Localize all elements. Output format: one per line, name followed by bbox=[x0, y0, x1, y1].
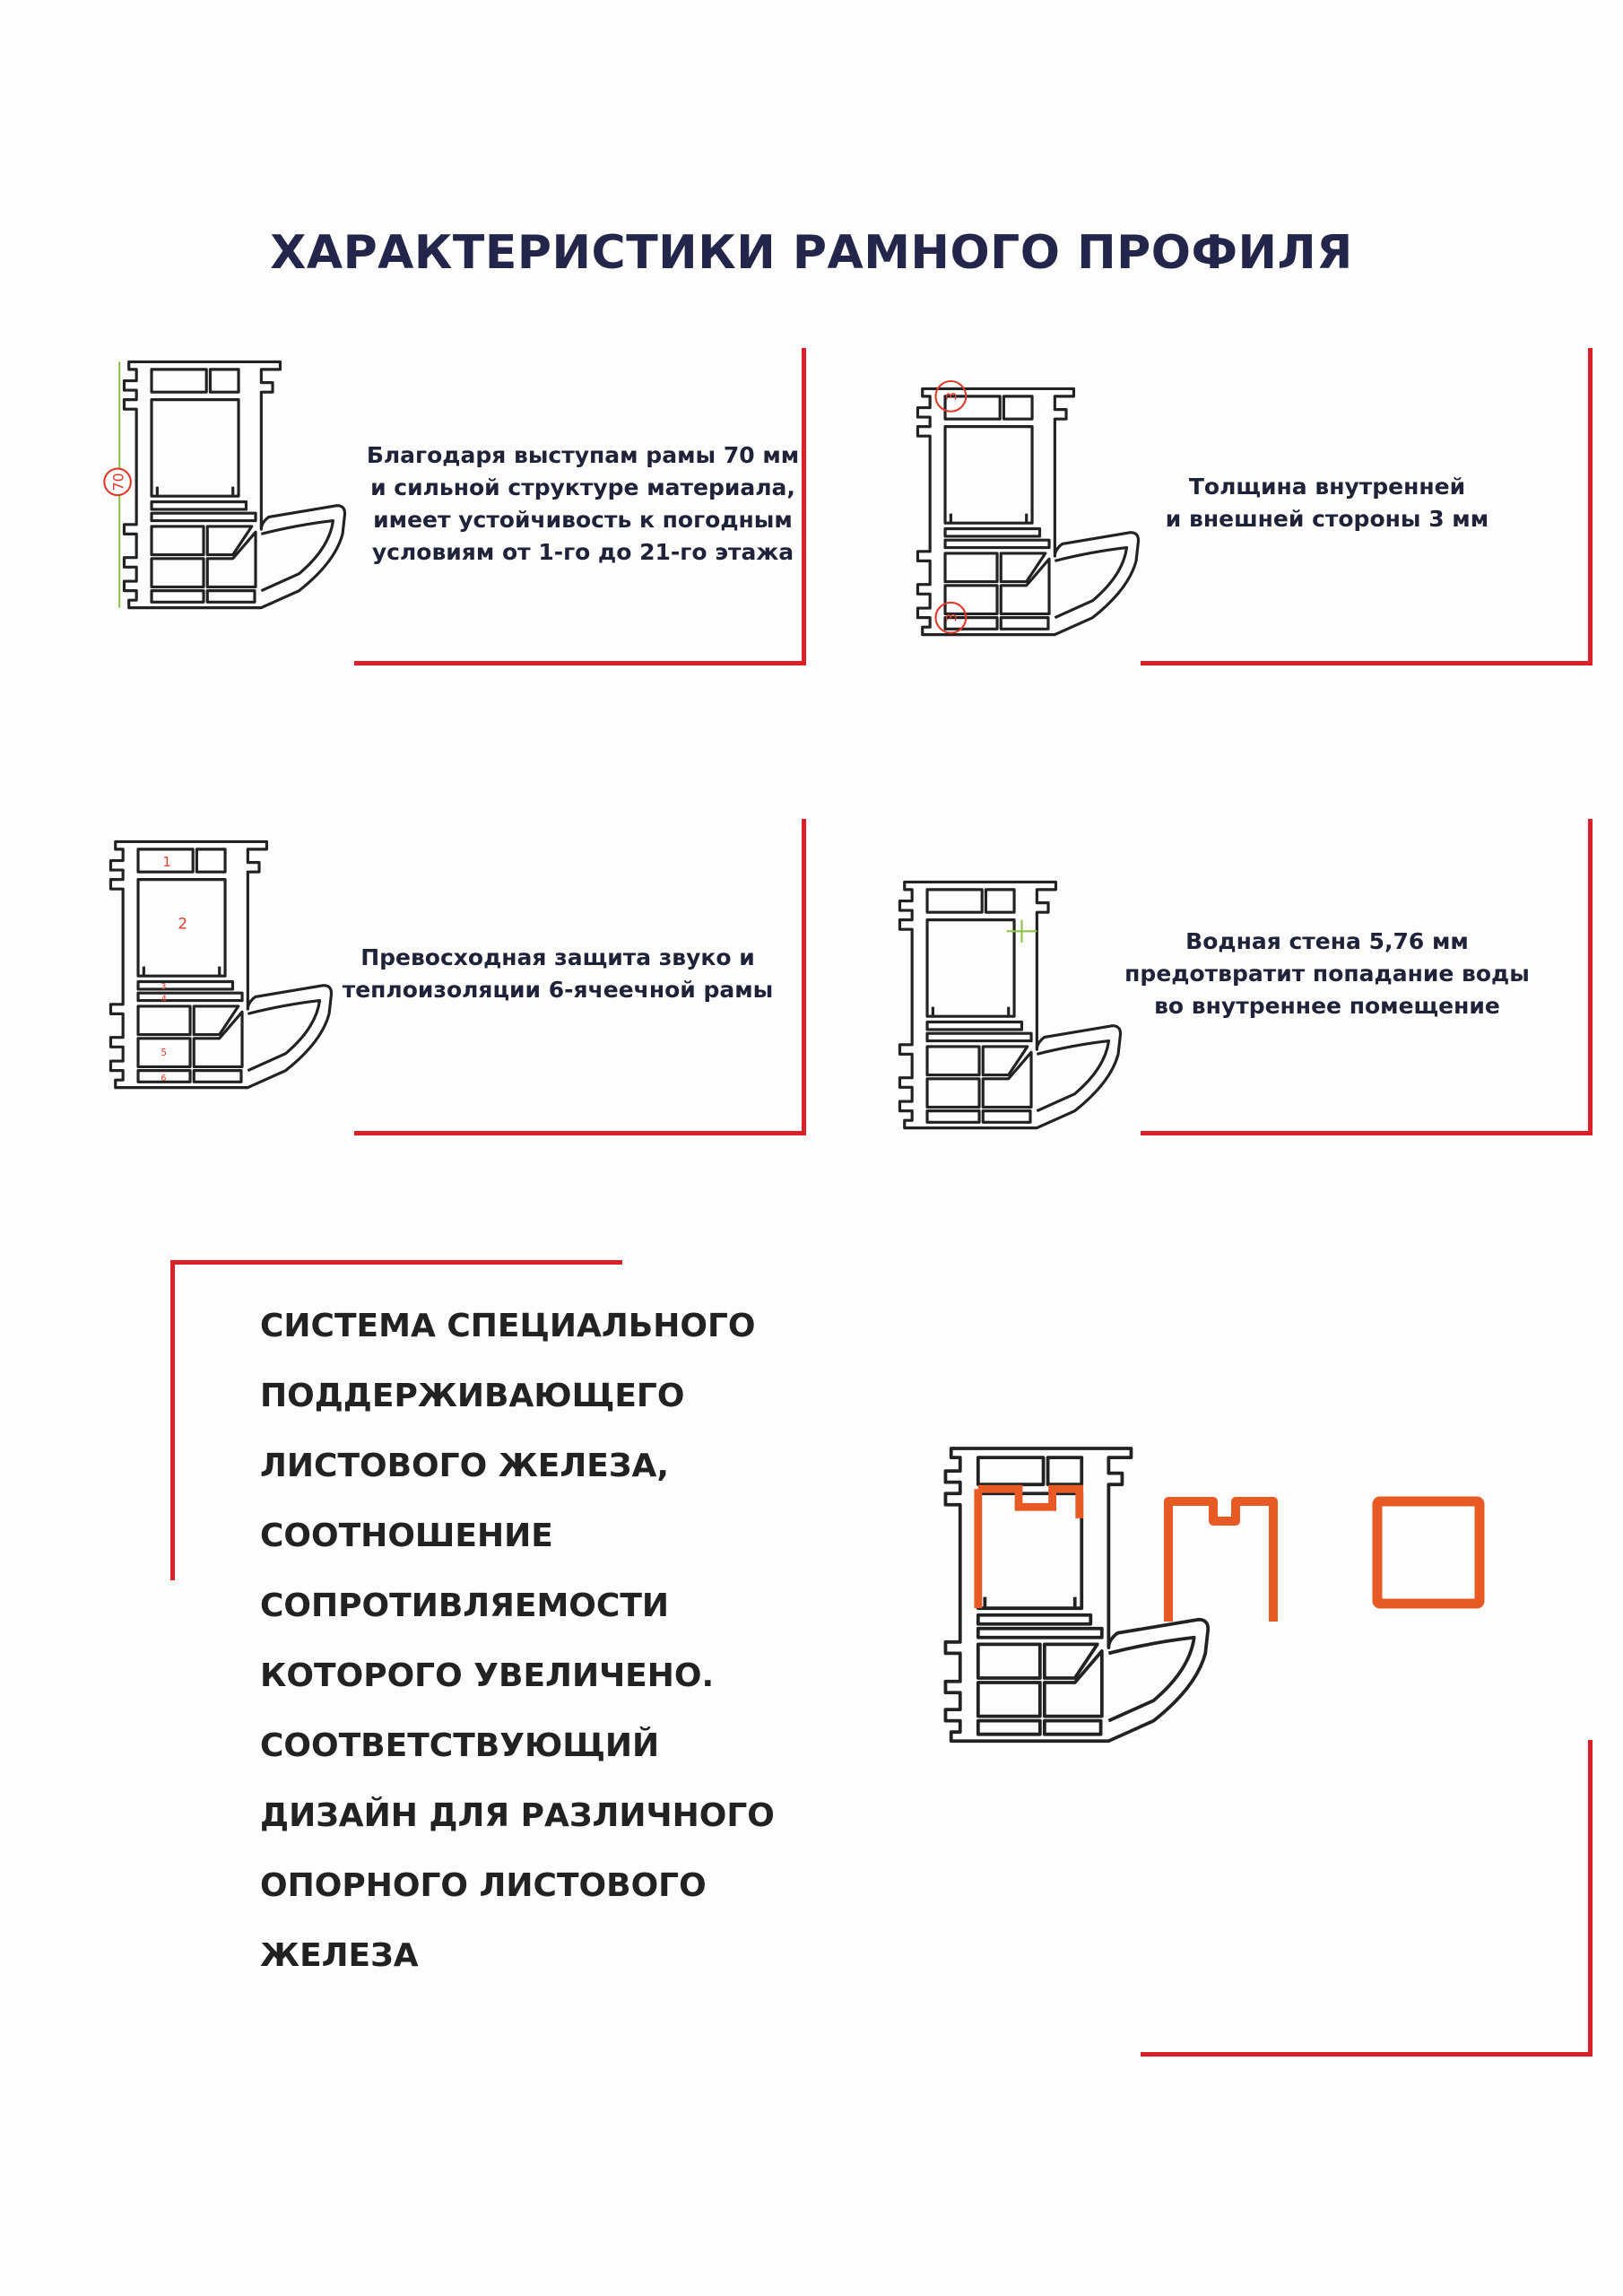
text-line: ЛИСТОВОГО ЖЕЛЕЗА, bbox=[260, 1448, 669, 1484]
dimension-circle bbox=[103, 467, 132, 497]
text-line: Превосходная защита звуко и bbox=[360, 944, 755, 970]
chamber-label-2: 2 bbox=[178, 914, 187, 932]
steel-reinforcement-description: СИСТЕМА СПЕЦИАЛЬНОГО ПОДДЕРЖИВАЮЩЕГО ЛИС… bbox=[260, 1292, 775, 1991]
thickness-circle-top bbox=[934, 379, 968, 413]
text-line: ЖЕЛЕЗА bbox=[260, 1937, 419, 1974]
text-line: СООТВЕТСТВУЮЩИЙ bbox=[260, 1727, 660, 1764]
text-line: теплоизоляции 6-ячеечной рамы bbox=[342, 977, 774, 1003]
card-4-description: Водная стена 5,76 мм предотвратит попада… bbox=[1103, 926, 1551, 1022]
text-line: СООТНОШЕНИЕ bbox=[260, 1518, 553, 1554]
thickness-label-top: 3 bbox=[943, 392, 960, 401]
text-line: СОПРОТИВЛЯЕМОСТИ bbox=[260, 1587, 670, 1624]
text-line: во внутреннее помещение bbox=[1154, 993, 1500, 1019]
chamber-label-6: 6 bbox=[161, 1074, 166, 1083]
bottom-right-border-right bbox=[1588, 1740, 1593, 2057]
text-line: ОПОРНОГО ЛИСТОВОГО bbox=[260, 1867, 707, 1904]
card-1-border-bottom bbox=[354, 661, 806, 665]
card-3-description: Превосходная защита звуко и теплоизоляци… bbox=[334, 942, 782, 1006]
frame-profile-diagram-steel bbox=[943, 1447, 1211, 1744]
card-4-border-bottom bbox=[1141, 1131, 1593, 1135]
steel-insert-square-shape bbox=[1372, 1496, 1485, 1609]
text-line: Водная стена 5,76 мм bbox=[1185, 928, 1469, 954]
chamber-label-5: 5 bbox=[161, 1048, 167, 1058]
chamber-label-4: 4 bbox=[161, 995, 167, 1005]
card-3-border-bottom bbox=[354, 1131, 806, 1135]
text-line: ПОДДЕРЖИВАЮЩЕГО bbox=[260, 1378, 685, 1414]
frame-profile-diagram-water-wall bbox=[898, 880, 1123, 1130]
bottom-left-border-left bbox=[170, 1260, 175, 1580]
chamber-label-1: 1 bbox=[162, 855, 170, 870]
card-3-border-right bbox=[802, 819, 806, 1135]
text-line: и сильной структуре материала, bbox=[370, 474, 795, 500]
text-line: имеет устойчивость к погодным bbox=[373, 507, 793, 533]
text-line: КОТОРОГО УВЕЛИЧЕНО. bbox=[260, 1657, 715, 1694]
card-2-border-right bbox=[1588, 348, 1593, 665]
thickness-circle-bottom bbox=[934, 601, 968, 634]
bottom-right-border-bottom bbox=[1141, 2052, 1593, 2057]
thickness-label-bottom: 3 bbox=[943, 613, 960, 622]
page-title: ХАРАКТЕРИСТИКИ РАМНОГО ПРОФИЛЯ bbox=[270, 226, 1353, 280]
steel-insert-in-profile bbox=[974, 1484, 1084, 1609]
chamber-label-3: 3 bbox=[161, 982, 166, 992]
text-line: и внешней стороны 3 мм bbox=[1165, 506, 1489, 532]
card-4-border-right bbox=[1588, 819, 1593, 1135]
card-2-description: Толщина внутренней и внешней стороны 3 м… bbox=[1103, 471, 1551, 535]
frame-profile-diagram-70mm: 70 bbox=[103, 360, 347, 610]
text-line: предотвратит попадание воды bbox=[1124, 961, 1530, 987]
steel-insert-c-shape bbox=[1164, 1497, 1278, 1622]
text-line: условиям от 1-го до 21-го этажа bbox=[371, 539, 794, 565]
text-line: ДИЗАЙН ДЛЯ РАЗЛИЧНОГО bbox=[260, 1797, 775, 1834]
text-line: Толщина внутренней bbox=[1188, 474, 1466, 500]
card-2-border-bottom bbox=[1141, 661, 1593, 665]
card-1-border-right bbox=[802, 348, 806, 665]
text-line: СИСТЕМА СПЕЦИАЛЬНОГО bbox=[260, 1308, 756, 1344]
bottom-left-border-top bbox=[170, 1260, 622, 1265]
card-1-description: Благодаря выступам рамы 70 мм и сильной … bbox=[359, 439, 807, 569]
text-line: Благодаря выступам рамы 70 мм bbox=[366, 442, 800, 468]
dimension-label: 70 bbox=[109, 473, 126, 491]
frame-profile-diagram-6-chambers: 1 2 3 4 5 6 bbox=[108, 839, 334, 1090]
frame-profile-diagram-wall-thickness: 3 3 bbox=[916, 379, 1141, 637]
